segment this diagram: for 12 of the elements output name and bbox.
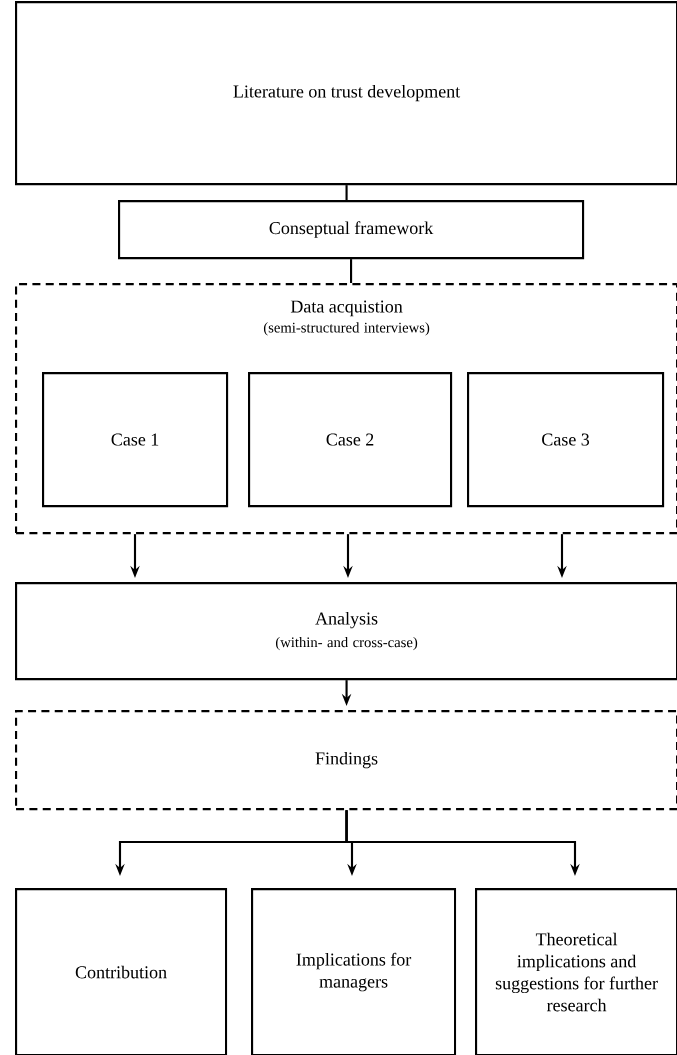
dashed-group-box: Findings	[15, 710, 677, 811]
case-box: Case 2	[248, 372, 453, 508]
case-box: Case 3	[467, 372, 665, 508]
outcome-box: Theoretical implications and suggestions for further research	[475, 888, 677, 1055]
connector-line	[345, 185, 348, 200]
source-box: Literature on trust development	[15, 1, 677, 186]
case-box: Case 1	[42, 372, 229, 508]
framework-box: Conseptual framework	[118, 200, 585, 260]
connector-line	[350, 259, 353, 283]
outcome-box: Implications for managers	[251, 888, 457, 1055]
outcome-box: Contribution	[15, 888, 228, 1055]
process-box: Analysis (within- and cross-case)	[15, 582, 677, 681]
